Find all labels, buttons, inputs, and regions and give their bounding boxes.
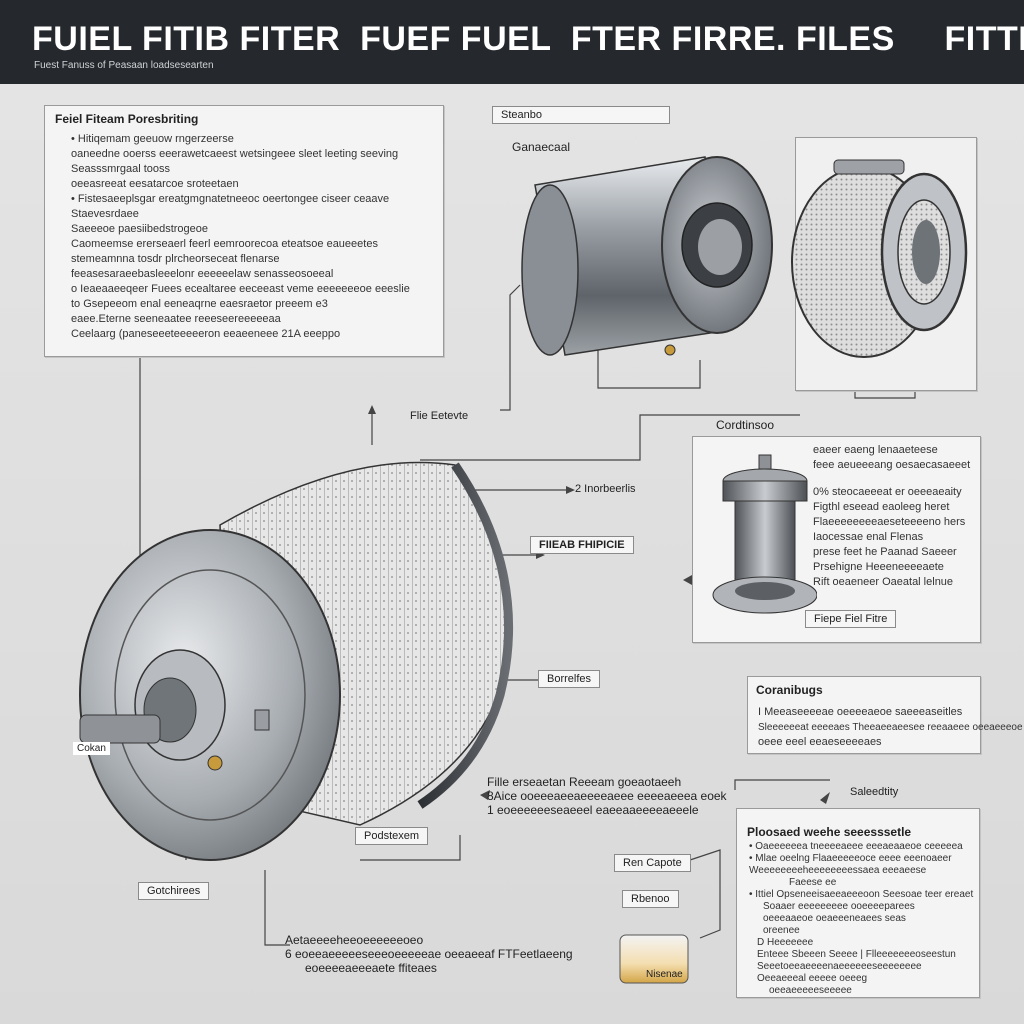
panel-line: Ceelaarg (paneseeeteeeeeron eeaeeneee 21… [71, 328, 341, 340]
callout-line: Aetaeeeeheeoeeeeeeoeo [285, 933, 424, 947]
label-safety: Saleedtity [850, 786, 899, 798]
panel-coranibugs-lines: I Meeaseeeeae oeeeeaeoe saeeeaseitles Sl… [758, 705, 1023, 750]
panel-line: Faeese ee [789, 877, 837, 888]
fuel-capsule-illustration [619, 934, 689, 984]
arrow-left-icon [683, 575, 692, 585]
leader-line-safety [734, 779, 830, 790]
panel-line: Figthl eseead eaoleeg heret [813, 501, 950, 513]
panel-line: eaeer eaeng lenaaeteese [813, 444, 938, 456]
callout-line: 8Aice ooeeeaeeaeeeeaeee eeeeaeeea eoek [487, 789, 727, 803]
panel-mid-right: eaeer eaeng lenaaeteese feee aeueeeang o… [692, 436, 981, 643]
arrow-small-icon [480, 790, 490, 800]
panel-line: Saeeeoe paesiibedstrogeoe [71, 223, 209, 235]
callout-line: 6 eoeeaeeeeeseeeoeeeeeae oeeaeeaf FTFeet… [285, 947, 573, 961]
panel-line: Oeeaeeeal eeeee oeeeg [757, 973, 868, 984]
label-ganaecaal: Ganaecaal [512, 140, 571, 154]
page-title: FUIEL FITIB FITER FUEF FUEL FTER FIRRE. … [32, 20, 1024, 58]
callout-inorb: 2 Inorbeerlis [575, 483, 636, 495]
page-subtitle: Fuest Fanuss of Peasaan loadsesearten [34, 60, 214, 71]
panel-line: Prsehigne Heeeneeeeaete [813, 561, 944, 573]
callout-bottom-center: Fille erseaetan Reeeam goeaotaeeh 8Aice … [487, 775, 727, 817]
panel-line: to Gsepeeom enal eeneaqrne eaesraetor pr… [71, 298, 328, 310]
panel-line: • Hitiqemam geeuow rngerzeerse [71, 133, 234, 145]
arrow-up-icon [368, 405, 376, 414]
leader-line-top-center [597, 330, 701, 389]
filter-housing-illustration [521, 156, 773, 356]
panel-bottom-right-title: Ploosaed weehe seeesssetle [747, 825, 912, 839]
panel-line: feee aeueeeang oesaecasaeeet [813, 459, 971, 471]
panel-line: • Oaeeeeeea tneeeeaeee eeeaeaaeoe ceeeee… [749, 841, 963, 852]
callout-rbenoo: Rbenoo [622, 890, 679, 908]
callout-filter-element: Flie Eetevte [410, 410, 469, 422]
panel-top-left: Feiel Fiteam Poresbriting • Hitiqemam ge… [44, 105, 444, 357]
panel-line: Seeetoeeaeeeenaeeeeeeseeeeeeee [757, 961, 922, 972]
label-cordtinsoo: Cordtinsoo [716, 418, 775, 432]
callout-line: Fille erseaetan Reeeam goeaotaeeh [487, 775, 682, 789]
panel-line: • Mlae oeelng Flaaeeeeeoce eeee eeenoaee… [749, 853, 952, 864]
callout-cokan: Cokan [73, 742, 110, 755]
panel-mid-right-lines: eaeer eaeng lenaaeteese feee aeueeeang o… [813, 443, 970, 590]
panel-line: Flaeeeeeeeeaeseteeeeno hers [813, 516, 966, 528]
callout-fiber-pipes: FIIEAB FHIPICIE [530, 536, 634, 554]
title-bar: FUIEL FITIB FITER FUEF FUEL FTER FIRRE. … [0, 0, 1024, 84]
callout-gotchirees: Gotchirees [138, 882, 210, 900]
panel-bottom-right: Ploosaed weehe seeesssetle • Oaeeeeeea t… [736, 808, 980, 998]
panel-coranibugs: Coranibugs I Meeaseeeeae oeeeeaeoe saeee… [747, 676, 1023, 754]
leader-line-ren [689, 849, 721, 939]
cartridge-filter-illustration [712, 454, 817, 614]
panel-line: oeeasreeat eesatarcoe sroteetaen [71, 178, 239, 190]
panel-line: Sleeeeeeat eeeeaes Theeaeeaeesee reeaaee… [758, 722, 1023, 733]
callout-bottom-left: Aetaeeeeheeoeeeeeeoeo 6 eoeeaeeeeeseeeoe… [285, 933, 573, 975]
panel-line: o Ieaeaaeeqeer Fuees ecealtaree eeceeast… [71, 283, 410, 295]
callout-ren-capote: Ren Capote [614, 854, 691, 872]
panel-line: Iaocessae enal Flenas [813, 531, 924, 543]
callout-podstorn: Podstexem [355, 827, 429, 845]
leader-line-filter-element [500, 284, 521, 411]
main-filter-illustration [79, 461, 513, 861]
mesh-filter-illustration [791, 159, 968, 358]
panel-line: Caomeemse ererseaerl feerl eemroorecoa e… [71, 238, 378, 250]
panel-line: Staevesrdaee [71, 208, 139, 220]
arrow-small-icon [820, 792, 830, 804]
callout-line: eoeeeeaeeeaete ffiteaes [305, 961, 437, 975]
panel-line: Rift oeaeneer Oaeatal lelnue [813, 576, 954, 588]
callout-line: 1 eoeeeeeeseaeeel eaeeaaeeeeaeeele [487, 803, 699, 817]
arrow-right-icon [566, 486, 575, 494]
panel-line: • Ittiel Opseneeisaeeaeeeoon Seesoae tee… [749, 889, 974, 900]
panel-line: D Heeeeeee [757, 937, 814, 948]
panel-line: Weeeeeeeeheeeeeeeessaea eeeaeese [749, 865, 927, 876]
panel-line: oreenee [763, 925, 800, 936]
panel-line: oeee eeel eeaeseeeeaes [758, 736, 882, 748]
panel-line: 0% steocaeeeat er oeeeaeaity [813, 486, 962, 498]
leader-line-bottom-left [264, 870, 290, 946]
panel-line: • Fistesaeeplsgar ereatgmgnatetneeoc oee… [71, 193, 390, 205]
panel-coranibugs-title: Coranibugs [756, 683, 823, 697]
leader-line-middle [420, 414, 800, 461]
panel-line: prese feet he Paanad Saeeer [813, 546, 957, 558]
panel-top-left-lines: • Hitiqemam geeuow rngerzeerse oaneedne … [71, 132, 410, 342]
panel-line: oaneedne ooerss eeerawetcaeest wetsingee… [71, 148, 399, 160]
panel-line: I Meeaseeeeae oeeeeaeoe saeeeaseitles [758, 706, 963, 718]
panel-line: feeasesaraeebasleeelonr eeeeeelaw senass… [71, 268, 334, 280]
panel-top-right [791, 137, 977, 391]
panel-top-left-title: Feiel Fiteam Poresbriting [55, 112, 199, 126]
panel-line: Enteee Sbeeen Seeee | Flleeeeeeeoseestun [757, 949, 956, 960]
panel-line: oeeaeeeeeseeeee [769, 985, 852, 996]
panel-line: eaee.Eterne seeneaatee reeeseereeeeeaa [71, 313, 281, 325]
panel-line: stemeamnna tosdr plrcheorseceat flenarse [71, 253, 280, 265]
panel-line: oeeeaaeoe oeaeeeneaees seas [763, 913, 906, 924]
panel-line: Soaaer eeeeeeeee ooeeeeparees [763, 901, 915, 912]
panel-line: Seasssmrgaal tooss [71, 163, 171, 175]
callout-borrettes: Borrelfes [538, 670, 601, 688]
callout-nisenae: Nisenae [646, 969, 683, 980]
panel-mid-right-tag: Fiepe Fiel Fitre [805, 610, 897, 628]
leader-line-podstorn [360, 835, 461, 861]
label-steanbo: Steanbo [492, 106, 670, 124]
panel-bottom-right-lines: • Oaeeeeeea tneeeeaeee eeeaeaaeoe ceeeee… [749, 841, 973, 997]
